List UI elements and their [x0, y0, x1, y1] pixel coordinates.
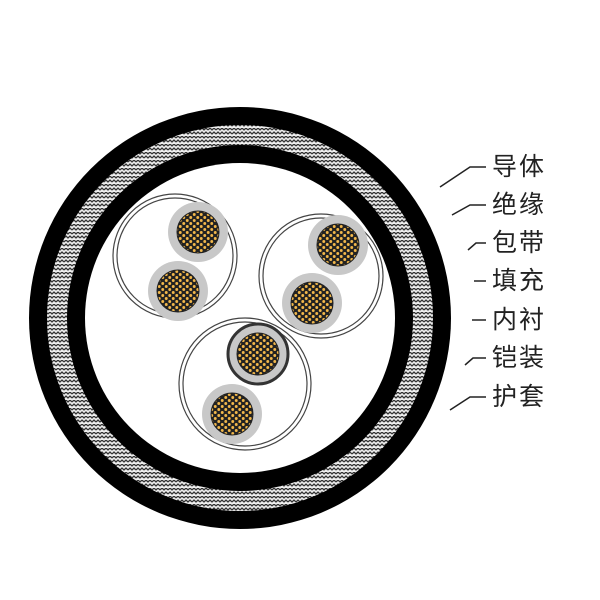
layer-label: 填充: [492, 266, 547, 295]
conductor: [316, 223, 360, 267]
layer-label: 护套: [492, 382, 547, 411]
layer-label: 导体: [492, 152, 547, 181]
layer-label: 包带: [492, 228, 547, 257]
conductor: [236, 332, 280, 376]
leader-line: [451, 204, 486, 216]
leader-line: [449, 396, 486, 411]
conductor: [210, 392, 254, 436]
layer-label: 绝缘: [492, 190, 547, 219]
leader-line: [464, 357, 486, 366]
conductor: [156, 269, 200, 313]
conductor: [176, 210, 220, 254]
layer-label: 内衬: [492, 305, 547, 334]
conductor: [290, 281, 334, 325]
layer-label: 铠装: [492, 343, 547, 372]
leader-line: [439, 166, 486, 188]
leader-line: [467, 242, 486, 251]
